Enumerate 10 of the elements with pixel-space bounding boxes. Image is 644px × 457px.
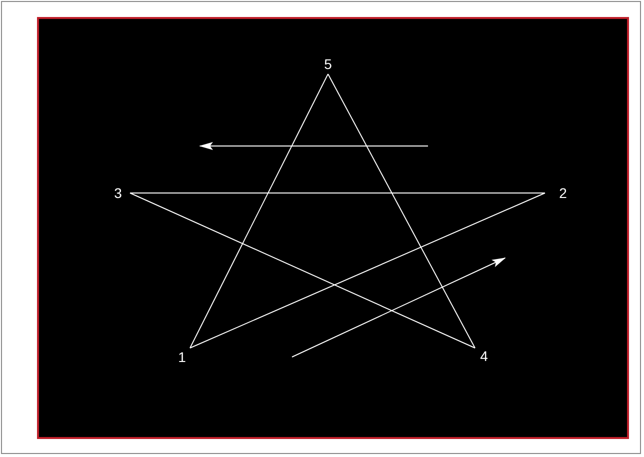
vertex-number: 4 (478, 348, 490, 364)
star-line (328, 74, 476, 348)
vertex-number: 3 (112, 185, 124, 201)
star-line (190, 192, 546, 348)
star-line (130, 192, 476, 348)
star-line (190, 74, 328, 348)
vertex-number: 1 (176, 349, 188, 365)
star-line (130, 192, 546, 194)
vertex-number: 5 (322, 56, 334, 72)
vertex-number: 2 (557, 185, 569, 201)
